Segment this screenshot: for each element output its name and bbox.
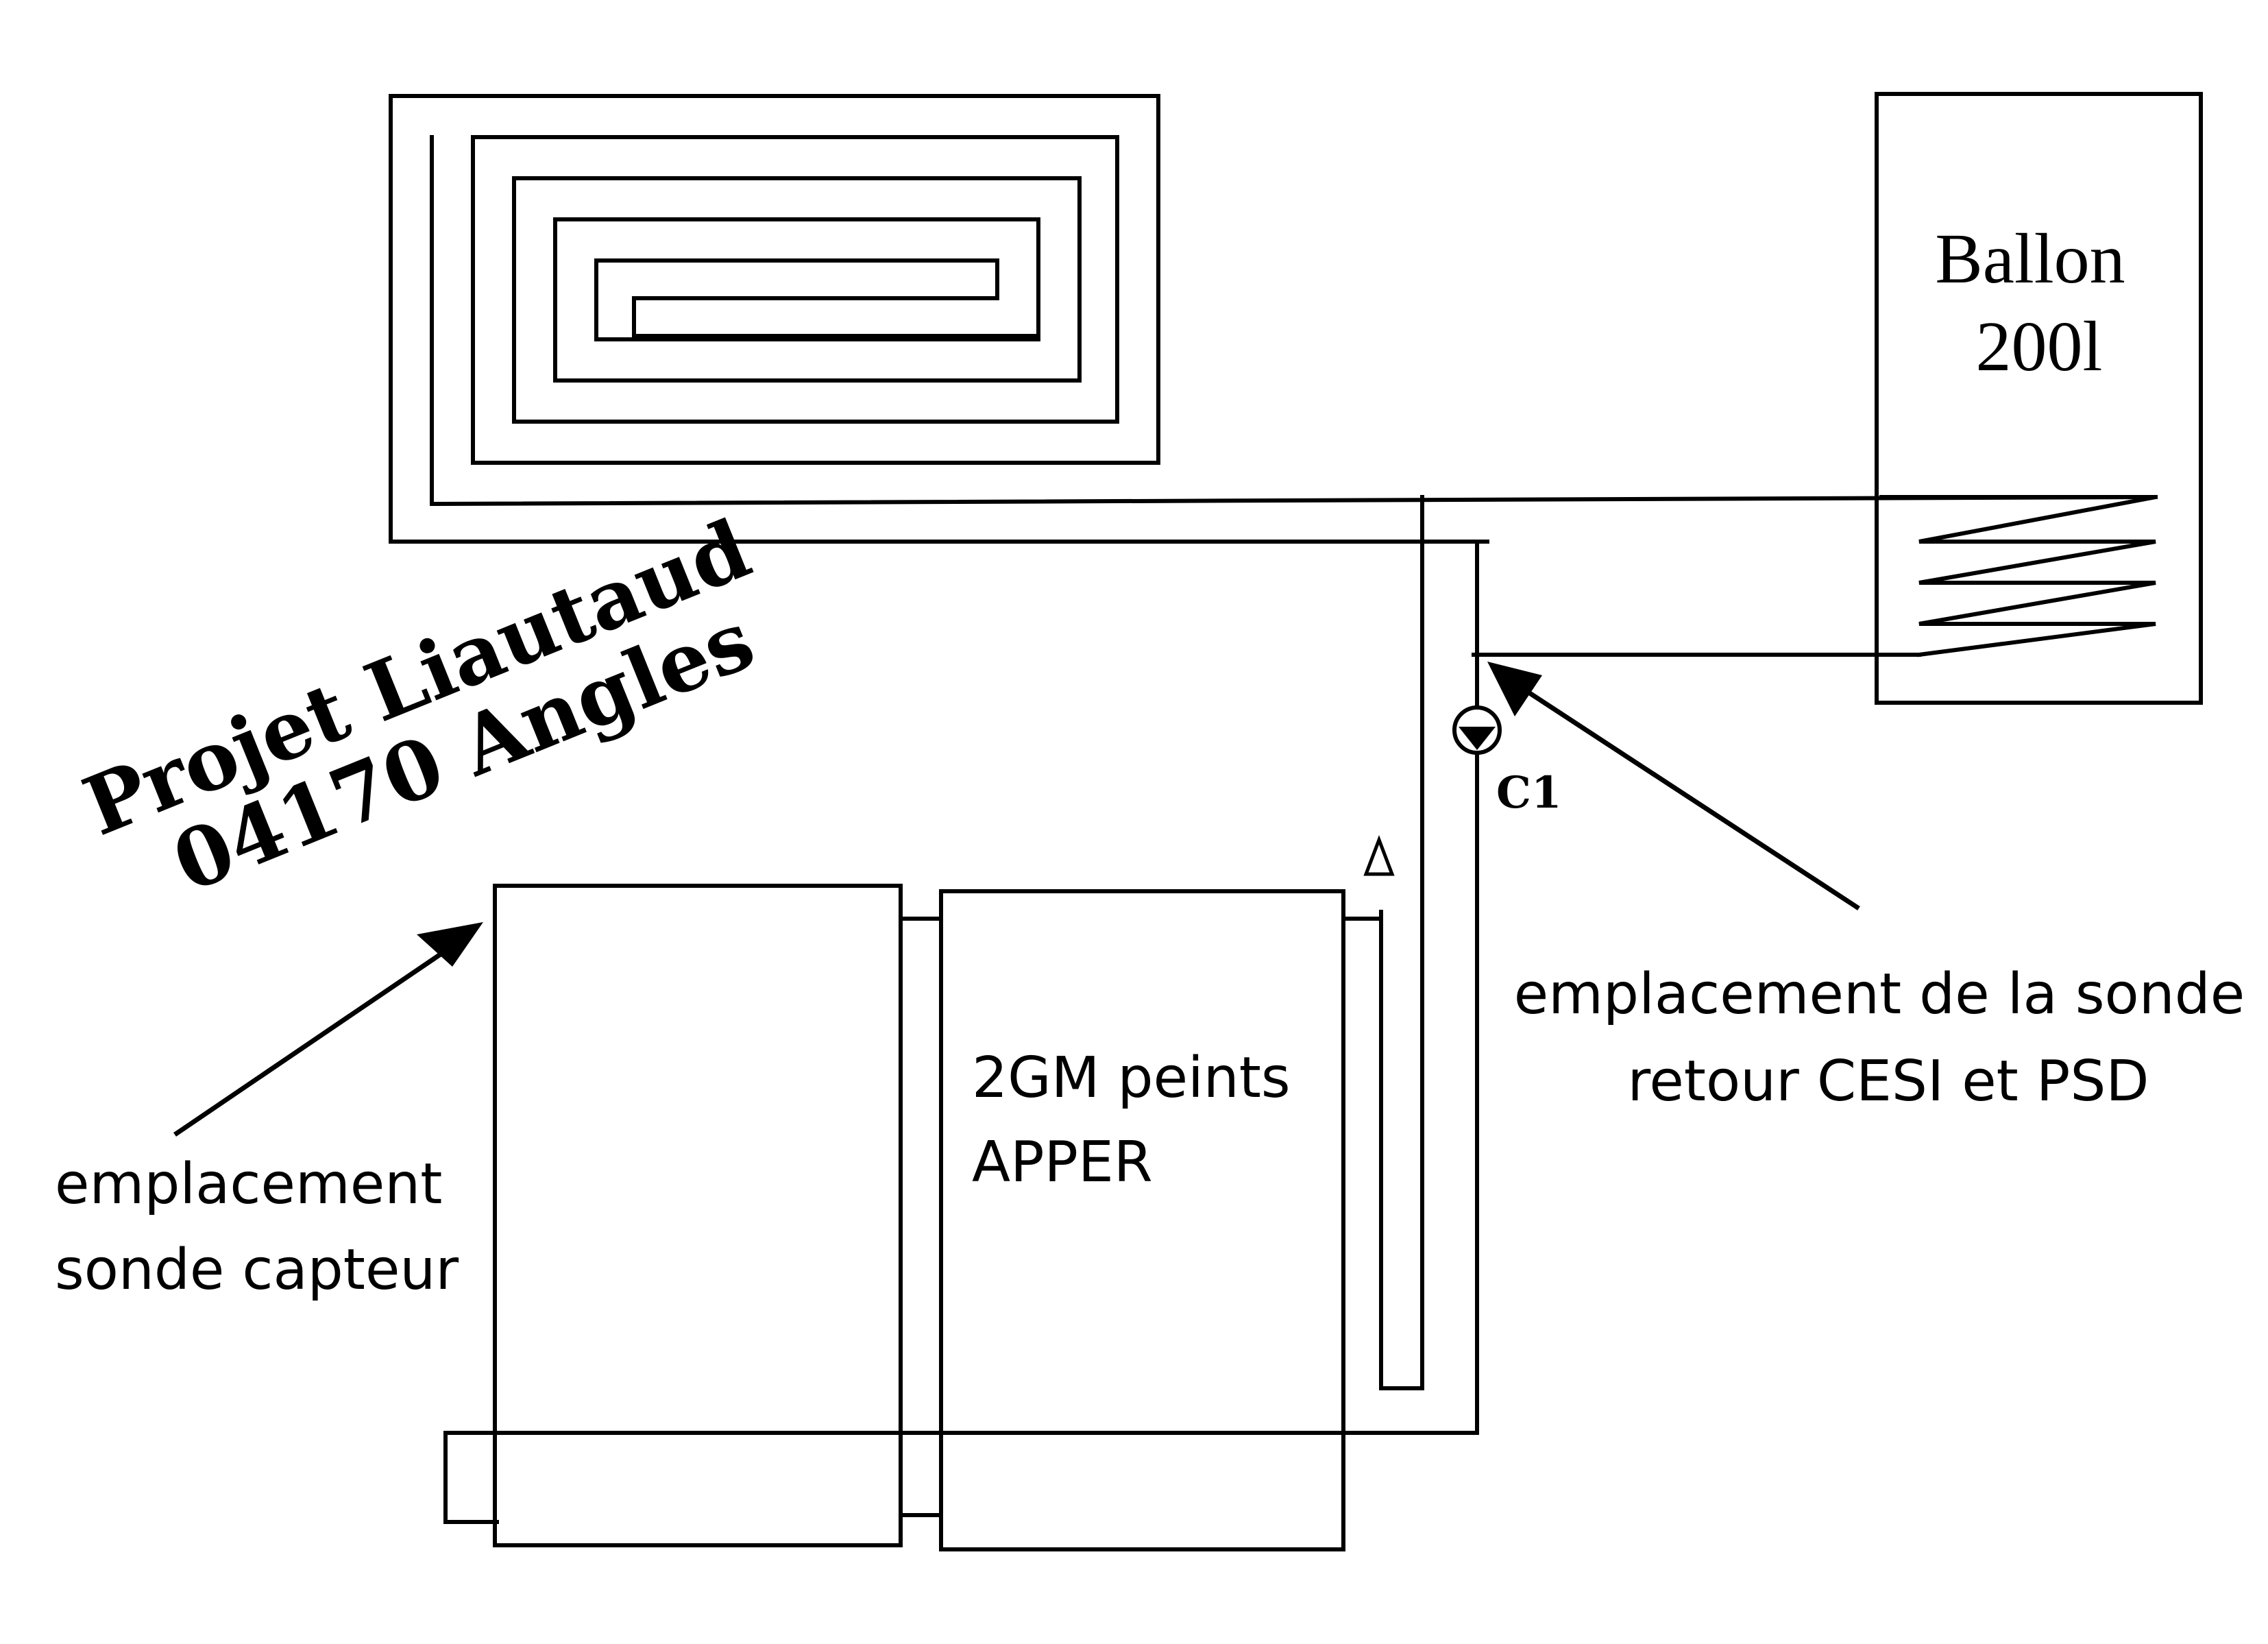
project-title: Projet Liautaud 04170 Angles: [71, 490, 820, 934]
tank-label-line1: Ballon: [1935, 219, 2125, 298]
tank-pipes: [429, 494, 2158, 657]
solar-collectors: [493, 884, 1345, 1551]
tank-label: Ballon 200l: [1935, 219, 2143, 386]
return-sensor-label-line1: emplacement de la sonde: [1514, 962, 2245, 1027]
collector-sensor-label-line2: sonde capteur: [55, 1237, 459, 1303]
collector-loop: [443, 495, 1479, 1524]
arrow-head-icon: [417, 922, 483, 967]
pump-label: C1: [1496, 767, 1561, 819]
collector-label-line1: 2GM peints: [972, 1045, 1291, 1111]
return-sensor-arrow: [1487, 662, 1860, 910]
pump-icon: [1459, 727, 1496, 750]
collector-panel-2: [939, 889, 1345, 1551]
flow-arrow-icon: [1363, 834, 1395, 876]
tank-heat-exchanger-coil: [1879, 495, 2156, 657]
collector-sensor-label-line1: emplacement: [55, 1152, 442, 1217]
return-sensor-label: emplacement de la sonde retour CESI et P…: [1514, 962, 2263, 1114]
collector-panel-1: [493, 884, 903, 1547]
storage-tank: [1875, 92, 2203, 705]
return-sensor-label-line2: retour CESI et PSD: [1627, 1049, 2149, 1114]
collector-sensor-label: emplacement sonde capteur: [55, 1152, 460, 1303]
collector-label-line2: APPER: [972, 1130, 1153, 1195]
floor-heating-coil: [389, 94, 1489, 544]
collector-sensor-arrow: [173, 922, 483, 1137]
pump-c1: [1452, 705, 1502, 755]
arrow-head-icon: [1487, 662, 1542, 716]
collector-label: 2GM peints APPER: [972, 1045, 1308, 1195]
tank-label-line2: 200l: [1976, 307, 2103, 386]
